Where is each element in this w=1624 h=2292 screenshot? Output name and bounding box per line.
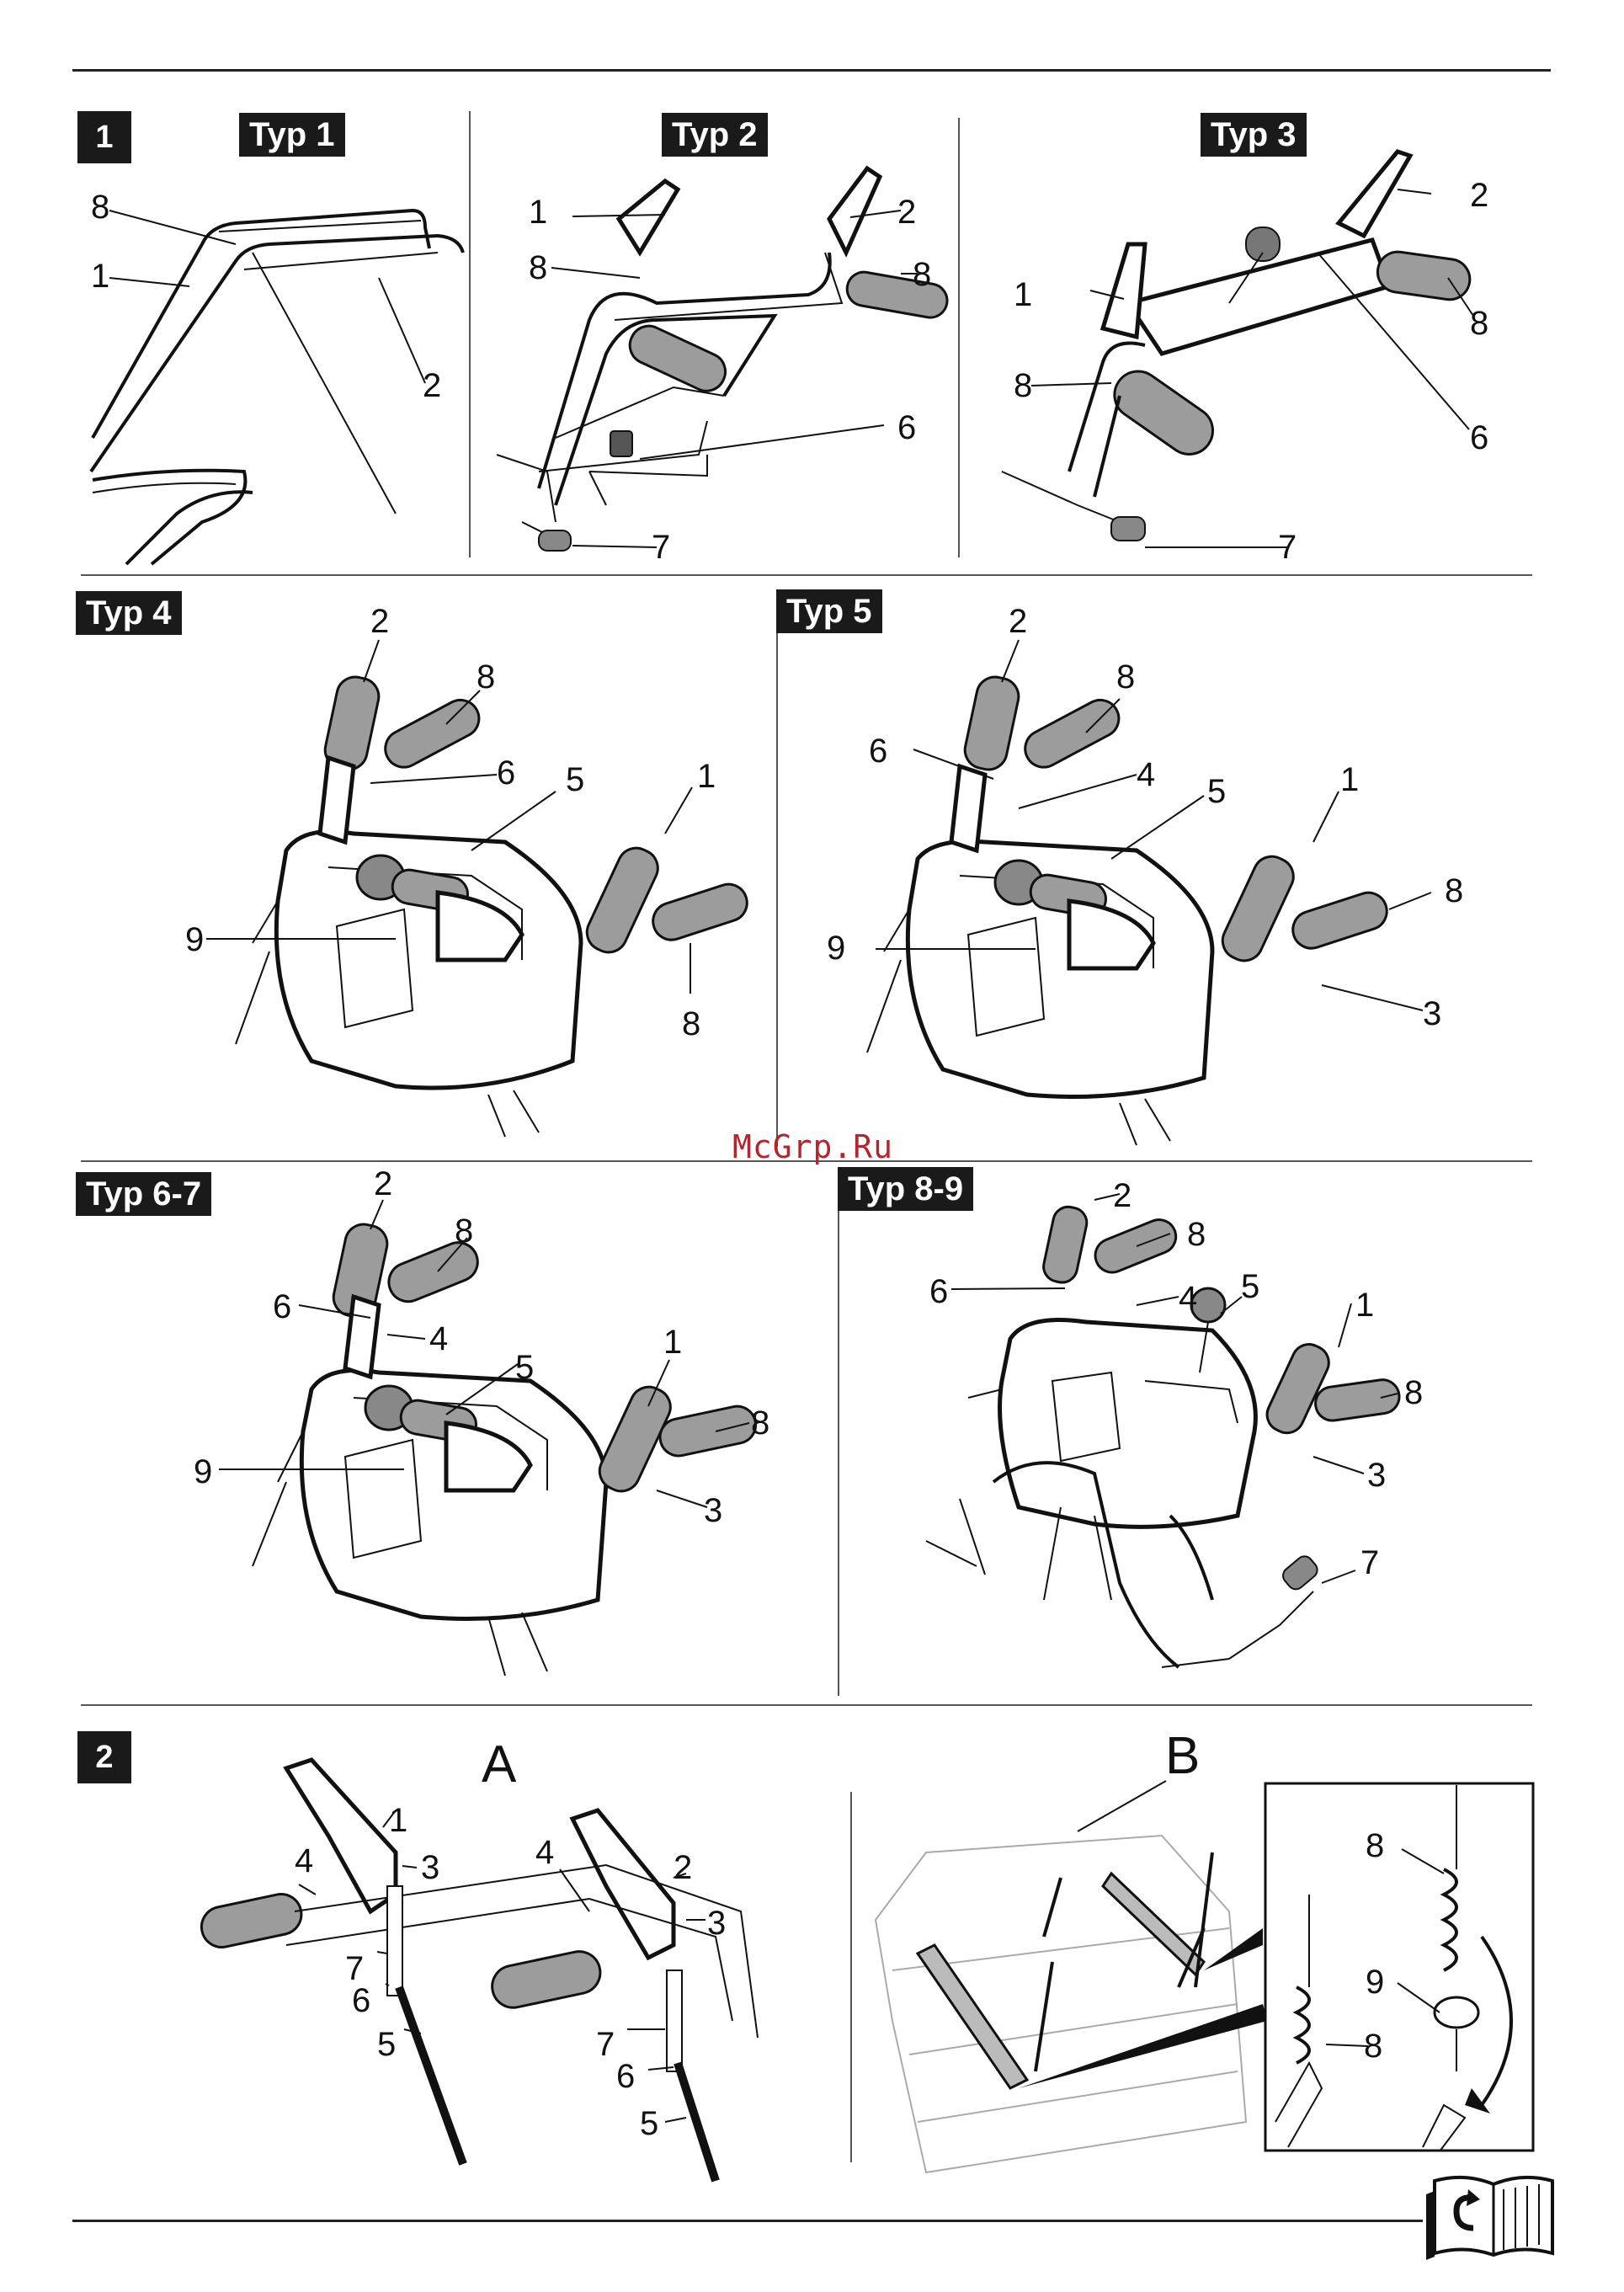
typ67-console-drawing [219, 1200, 759, 1676]
typ67-callout: 1 [663, 1325, 682, 1359]
fig2a-callout: 2 [674, 1851, 692, 1884]
typ5-callout: 4 [1137, 758, 1155, 792]
fig2a-callout: 6 [352, 1984, 370, 2017]
typ5-callout: 5 [1207, 775, 1226, 808]
typ89-callout: 5 [1241, 1270, 1259, 1303]
typ2-callout: 6 [897, 411, 916, 445]
fig2a-callout: 3 [421, 1851, 439, 1884]
fig2a-callout: 4 [295, 1844, 313, 1878]
typ89-callout: 3 [1367, 1458, 1386, 1492]
fig2a-callout: 7 [345, 1952, 364, 1986]
typ89-callout: 7 [1360, 1546, 1379, 1580]
typ3-callout: 6 [1470, 421, 1488, 455]
typ3-callout: 7 [1278, 530, 1297, 564]
typ5-callout: 1 [1340, 763, 1359, 797]
fig2a-levers-drawing [198, 1760, 758, 2181]
typ89-callout: 2 [1113, 1179, 1131, 1213]
typ2-handle-drawing [497, 168, 950, 551]
typ89-callout: 4 [1179, 1282, 1197, 1315]
typ2-callout: 8 [529, 251, 547, 285]
typ5-callout: 8 [1445, 874, 1463, 908]
fig2a-callout: 1 [389, 1804, 407, 1837]
typ67-callout: 9 [194, 1455, 212, 1489]
typ67-callout: 6 [273, 1290, 291, 1324]
typ3-callout: 8 [1014, 369, 1032, 402]
fig2a-callout: 6 [616, 2060, 635, 2093]
typ3-callout: 1 [1014, 278, 1032, 312]
manual-book-icon [1423, 2169, 1564, 2262]
typ4-callout: 5 [566, 763, 584, 797]
typ1-callout: 1 [91, 259, 109, 293]
typ2-callout: 7 [652, 530, 670, 564]
typ67-callout: 5 [515, 1351, 534, 1384]
typ1-callout: 8 [91, 190, 109, 224]
typ4-callout: 8 [682, 1007, 700, 1041]
fig2a-callout: 4 [535, 1836, 554, 1869]
typ4-callout: 6 [497, 756, 515, 790]
typ3-callout: 2 [1470, 179, 1488, 212]
typ67-callout: 8 [455, 1214, 473, 1248]
typ5-callout: 3 [1423, 997, 1441, 1031]
typ89-callout: 6 [929, 1275, 948, 1309]
typ2-callout: 2 [897, 195, 916, 229]
typ89-callout: 8 [1404, 1376, 1423, 1410]
typ5-callout: 6 [869, 734, 887, 768]
typ67-callout: 2 [374, 1167, 392, 1201]
fig2b-callout: 9 [1366, 1965, 1384, 1999]
typ67-callout: 8 [751, 1406, 769, 1440]
fig2b-callout: 8 [1366, 1829, 1384, 1863]
fig2a-callout: 3 [707, 1906, 726, 1940]
fig2b-springs-drawing [876, 1781, 1533, 2172]
typ2-callout: 1 [529, 195, 547, 229]
typ1-handle-drawing [91, 211, 463, 564]
typ89-console-drawing [926, 1194, 1402, 1667]
typ5-callout: 8 [1116, 660, 1135, 694]
typ3-callout: 8 [1470, 306, 1488, 340]
typ89-callout: 8 [1187, 1218, 1206, 1251]
typ5-console-drawing [867, 640, 1431, 1145]
fig2a-callout: 7 [596, 2028, 615, 2061]
fig2a-callout: 5 [377, 2028, 396, 2061]
typ4-callout: 9 [185, 923, 204, 957]
typ4-callout: 8 [477, 660, 495, 694]
typ2-callout: 8 [913, 258, 931, 291]
typ5-callout: 9 [827, 931, 845, 965]
fig2b-callout: 8 [1364, 2029, 1382, 2063]
typ4-callout: 1 [697, 760, 716, 793]
typ67-callout: 4 [429, 1322, 448, 1356]
typ89-callout: 1 [1355, 1288, 1374, 1322]
fig2a-callout: 5 [640, 2107, 658, 2140]
typ5-callout: 2 [1009, 605, 1027, 638]
typ4-callout: 2 [370, 605, 389, 638]
typ4-console-drawing [206, 640, 752, 1137]
typ3-handle-drawing [1002, 152, 1473, 547]
typ1-callout: 2 [423, 369, 441, 402]
typ67-callout: 3 [704, 1494, 722, 1527]
